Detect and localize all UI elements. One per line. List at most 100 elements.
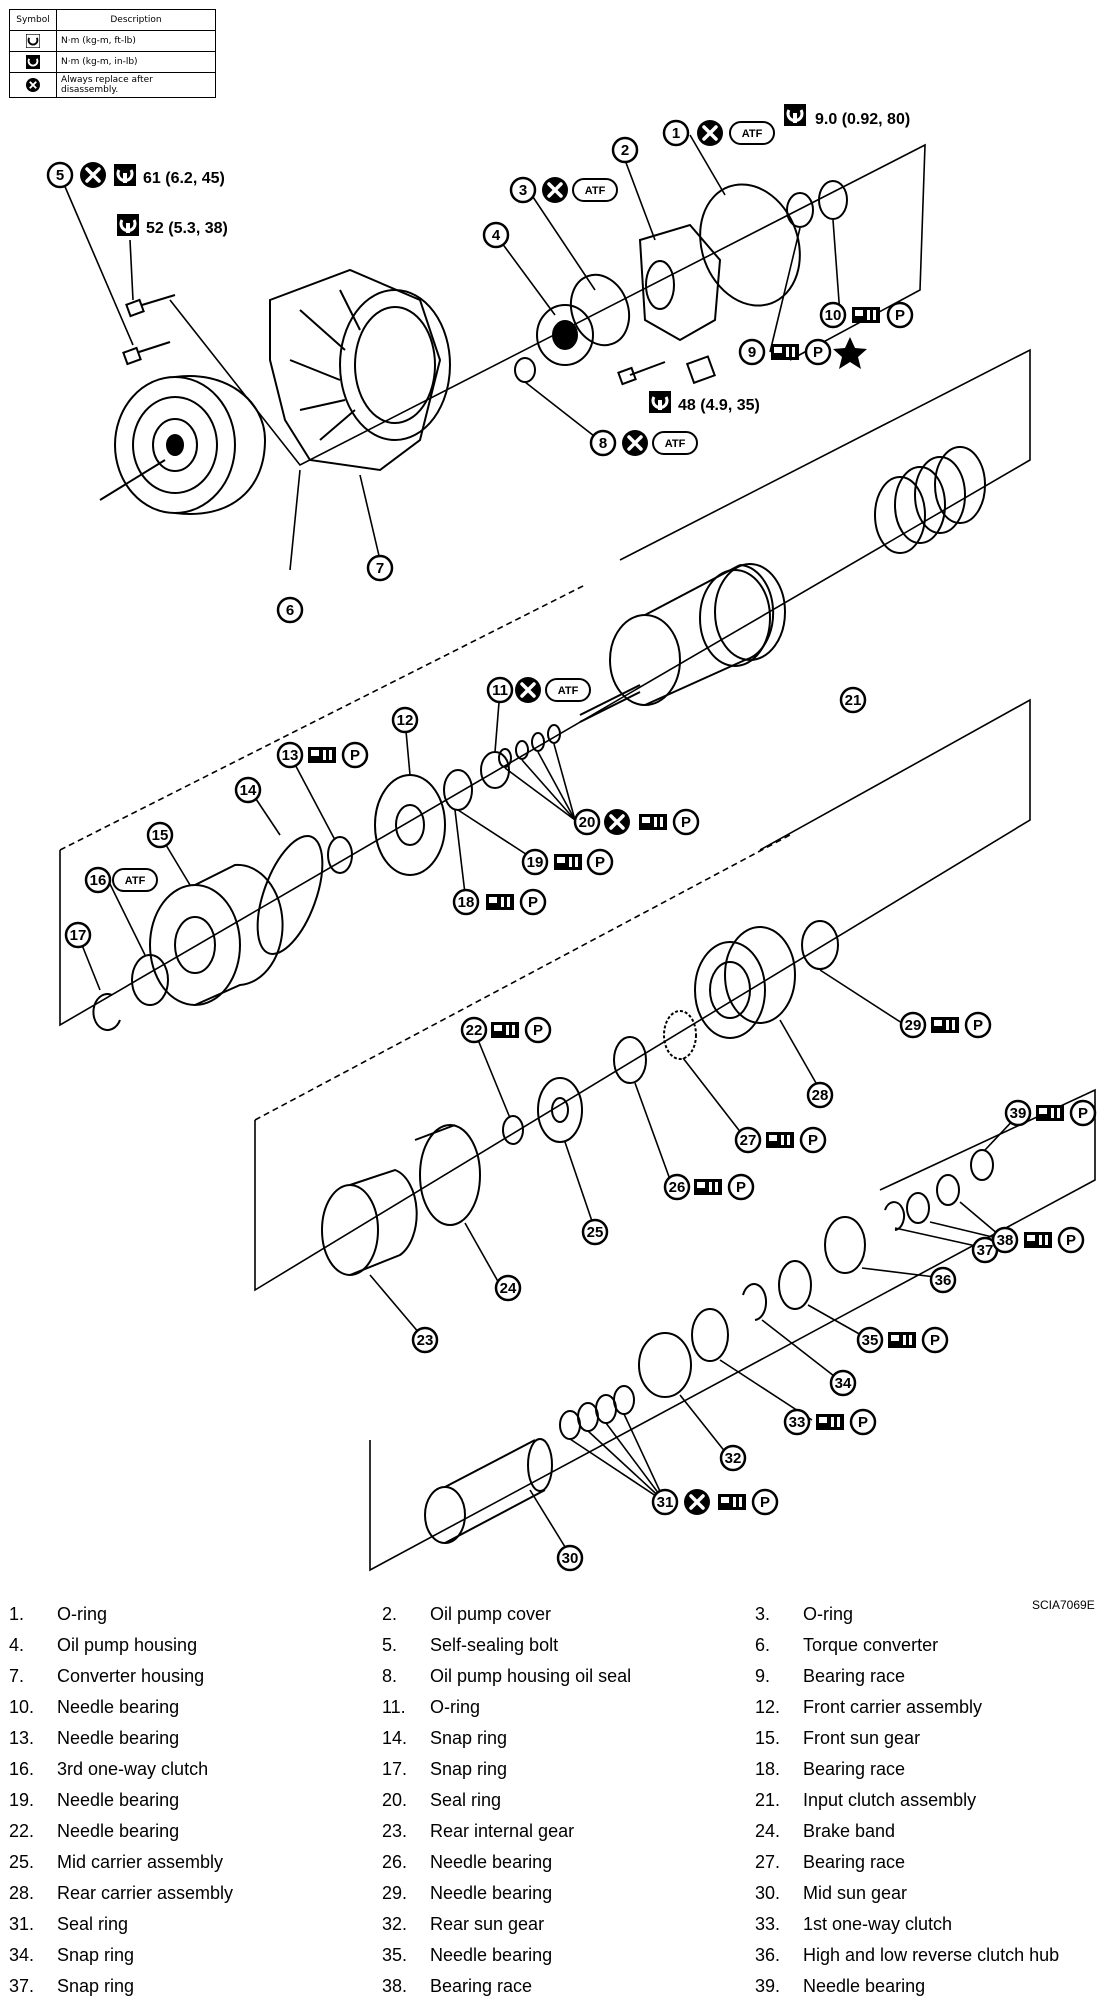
list-item: 3.O-ring — [755, 1600, 1109, 1628]
callout-1: 1 — [662, 119, 690, 147]
callout-20: 20 — [573, 808, 601, 836]
part-number: 10. — [9, 1696, 35, 1717]
part-number: 16. — [9, 1758, 35, 1779]
part-name: Needle bearing — [57, 1727, 180, 1748]
callout-9: 9 — [738, 338, 766, 366]
callout-21: 21 — [839, 686, 867, 714]
part-name: Oil pump housing — [57, 1634, 198, 1655]
part-name: Needle bearing — [430, 1944, 553, 1965]
part-number: 19. — [9, 1789, 35, 1810]
svg-text:P: P — [681, 814, 691, 831]
part-name: 3rd one-way clutch — [57, 1758, 209, 1779]
svg-text:8: 8 — [599, 435, 607, 452]
p-badge: P — [727, 1173, 755, 1201]
p-badge: P — [921, 1326, 949, 1354]
part-name: Oil pump housing oil seal — [430, 1665, 632, 1686]
part-number: 34. — [9, 1944, 35, 1965]
svg-text:P: P — [760, 1494, 770, 1511]
list-item: 17.Snap ring — [382, 1755, 755, 1783]
callout-29: 29 — [899, 1011, 927, 1039]
callout-37: 37 — [971, 1236, 999, 1264]
svg-text:28: 28 — [812, 1087, 829, 1104]
svg-text:P: P — [813, 344, 823, 361]
callout-39: 39 — [1004, 1099, 1032, 1127]
svg-text:5: 5 — [56, 167, 64, 184]
svg-text:23: 23 — [417, 1332, 434, 1349]
part-name: Rear internal gear — [430, 1820, 575, 1841]
callout-26: 26 — [663, 1173, 691, 1201]
part-name: Needle bearing — [57, 1696, 180, 1717]
p-badge: P — [751, 1488, 779, 1516]
part-name: Input clutch assembly — [803, 1789, 977, 1810]
callout-24: 24 — [494, 1274, 522, 1302]
list-item: 18.Bearing race — [755, 1755, 1109, 1783]
callout-2: 2 — [611, 136, 639, 164]
svg-text:7: 7 — [376, 560, 384, 577]
legend-header-symbol: Symbol — [9, 9, 57, 31]
svg-text:22: 22 — [466, 1022, 483, 1039]
part-number: 11. — [382, 1696, 406, 1717]
svg-text:35: 35 — [862, 1332, 879, 1349]
part-name: Brake band — [803, 1820, 896, 1841]
input-clutch-assembly-drawing — [579, 446, 986, 723]
part-number: 13. — [9, 1727, 35, 1748]
part-number: 4. — [9, 1634, 25, 1655]
p-badge: P — [519, 888, 547, 916]
svg-text:P: P — [858, 1414, 868, 1431]
p-badge: P — [524, 1016, 552, 1044]
part-number: 30. — [755, 1882, 781, 1903]
svg-text:31: 31 — [657, 1494, 674, 1511]
atf-badge: ATF — [652, 431, 698, 455]
part-number: 26. — [382, 1851, 408, 1872]
p-badge: P — [849, 1408, 877, 1436]
part-name: Snap ring — [430, 1727, 508, 1748]
part-number: 15. — [755, 1727, 781, 1748]
list-item: 24.Brake band — [755, 1817, 1109, 1845]
svg-text:10: 10 — [825, 307, 842, 324]
part-number: 8. — [382, 1665, 398, 1686]
part-name: Needle bearing — [57, 1789, 180, 1810]
atf-badge: ATF — [545, 678, 591, 702]
svg-text:34: 34 — [835, 1375, 852, 1392]
part-name: Mid sun gear — [803, 1882, 908, 1903]
part-number: 17. — [382, 1758, 408, 1779]
p-badge: P — [964, 1011, 992, 1039]
atf-badge: ATF — [572, 178, 618, 202]
part-number: 37. — [9, 1975, 35, 1996]
callout-23: 23 — [411, 1326, 439, 1354]
callout-13: 13 — [276, 741, 304, 769]
torque-wrench-filled-icon — [9, 51, 57, 73]
svg-text:37: 37 — [977, 1242, 994, 1259]
callout-4: 4 — [482, 221, 510, 249]
torque-converter-drawing — [99, 375, 267, 515]
part-name: Converter housing — [57, 1665, 205, 1686]
p-badge: P — [804, 338, 832, 366]
part-name: Needle bearing — [430, 1882, 553, 1903]
p-badge: P — [799, 1126, 827, 1154]
parts-list: 1.O-ring 2.Oil pump cover 3.O-ring 4.Oil… — [9, 1600, 1109, 2000]
part-number: 1. — [9, 1603, 25, 1624]
svg-text:18: 18 — [458, 894, 475, 911]
part-name: Mid carrier assembly — [57, 1851, 224, 1872]
part-name: Seal ring — [430, 1789, 502, 1810]
svg-text:P: P — [930, 1332, 940, 1349]
list-item: 6.Torque converter — [755, 1631, 1109, 1659]
svg-text:P: P — [895, 307, 905, 324]
part-name: Bearing race — [803, 1758, 906, 1779]
callout-14: 14 — [234, 776, 262, 804]
part-number: 39. — [755, 1975, 781, 1996]
part-name: Snap ring — [57, 1975, 135, 1996]
atf-badge: ATF — [112, 868, 158, 892]
callout-8: 8 — [589, 429, 617, 457]
part-number: 28. — [9, 1882, 35, 1903]
symbol-legend-table: Symbol Description N·m (kg-m, ft-lb) N·m… — [9, 9, 216, 98]
part-number: 32. — [382, 1913, 408, 1934]
part-number: 29. — [382, 1882, 408, 1903]
converter-housing-drawing — [269, 268, 451, 472]
callout-30: 30 — [556, 1544, 584, 1572]
svg-text:13: 13 — [282, 747, 299, 764]
list-item: 10. Needle bearing — [9, 1693, 382, 1721]
p-badge: P — [1057, 1226, 1085, 1254]
p-badge: P — [586, 848, 614, 876]
self-sealing-bolt-drawing — [122, 294, 176, 366]
